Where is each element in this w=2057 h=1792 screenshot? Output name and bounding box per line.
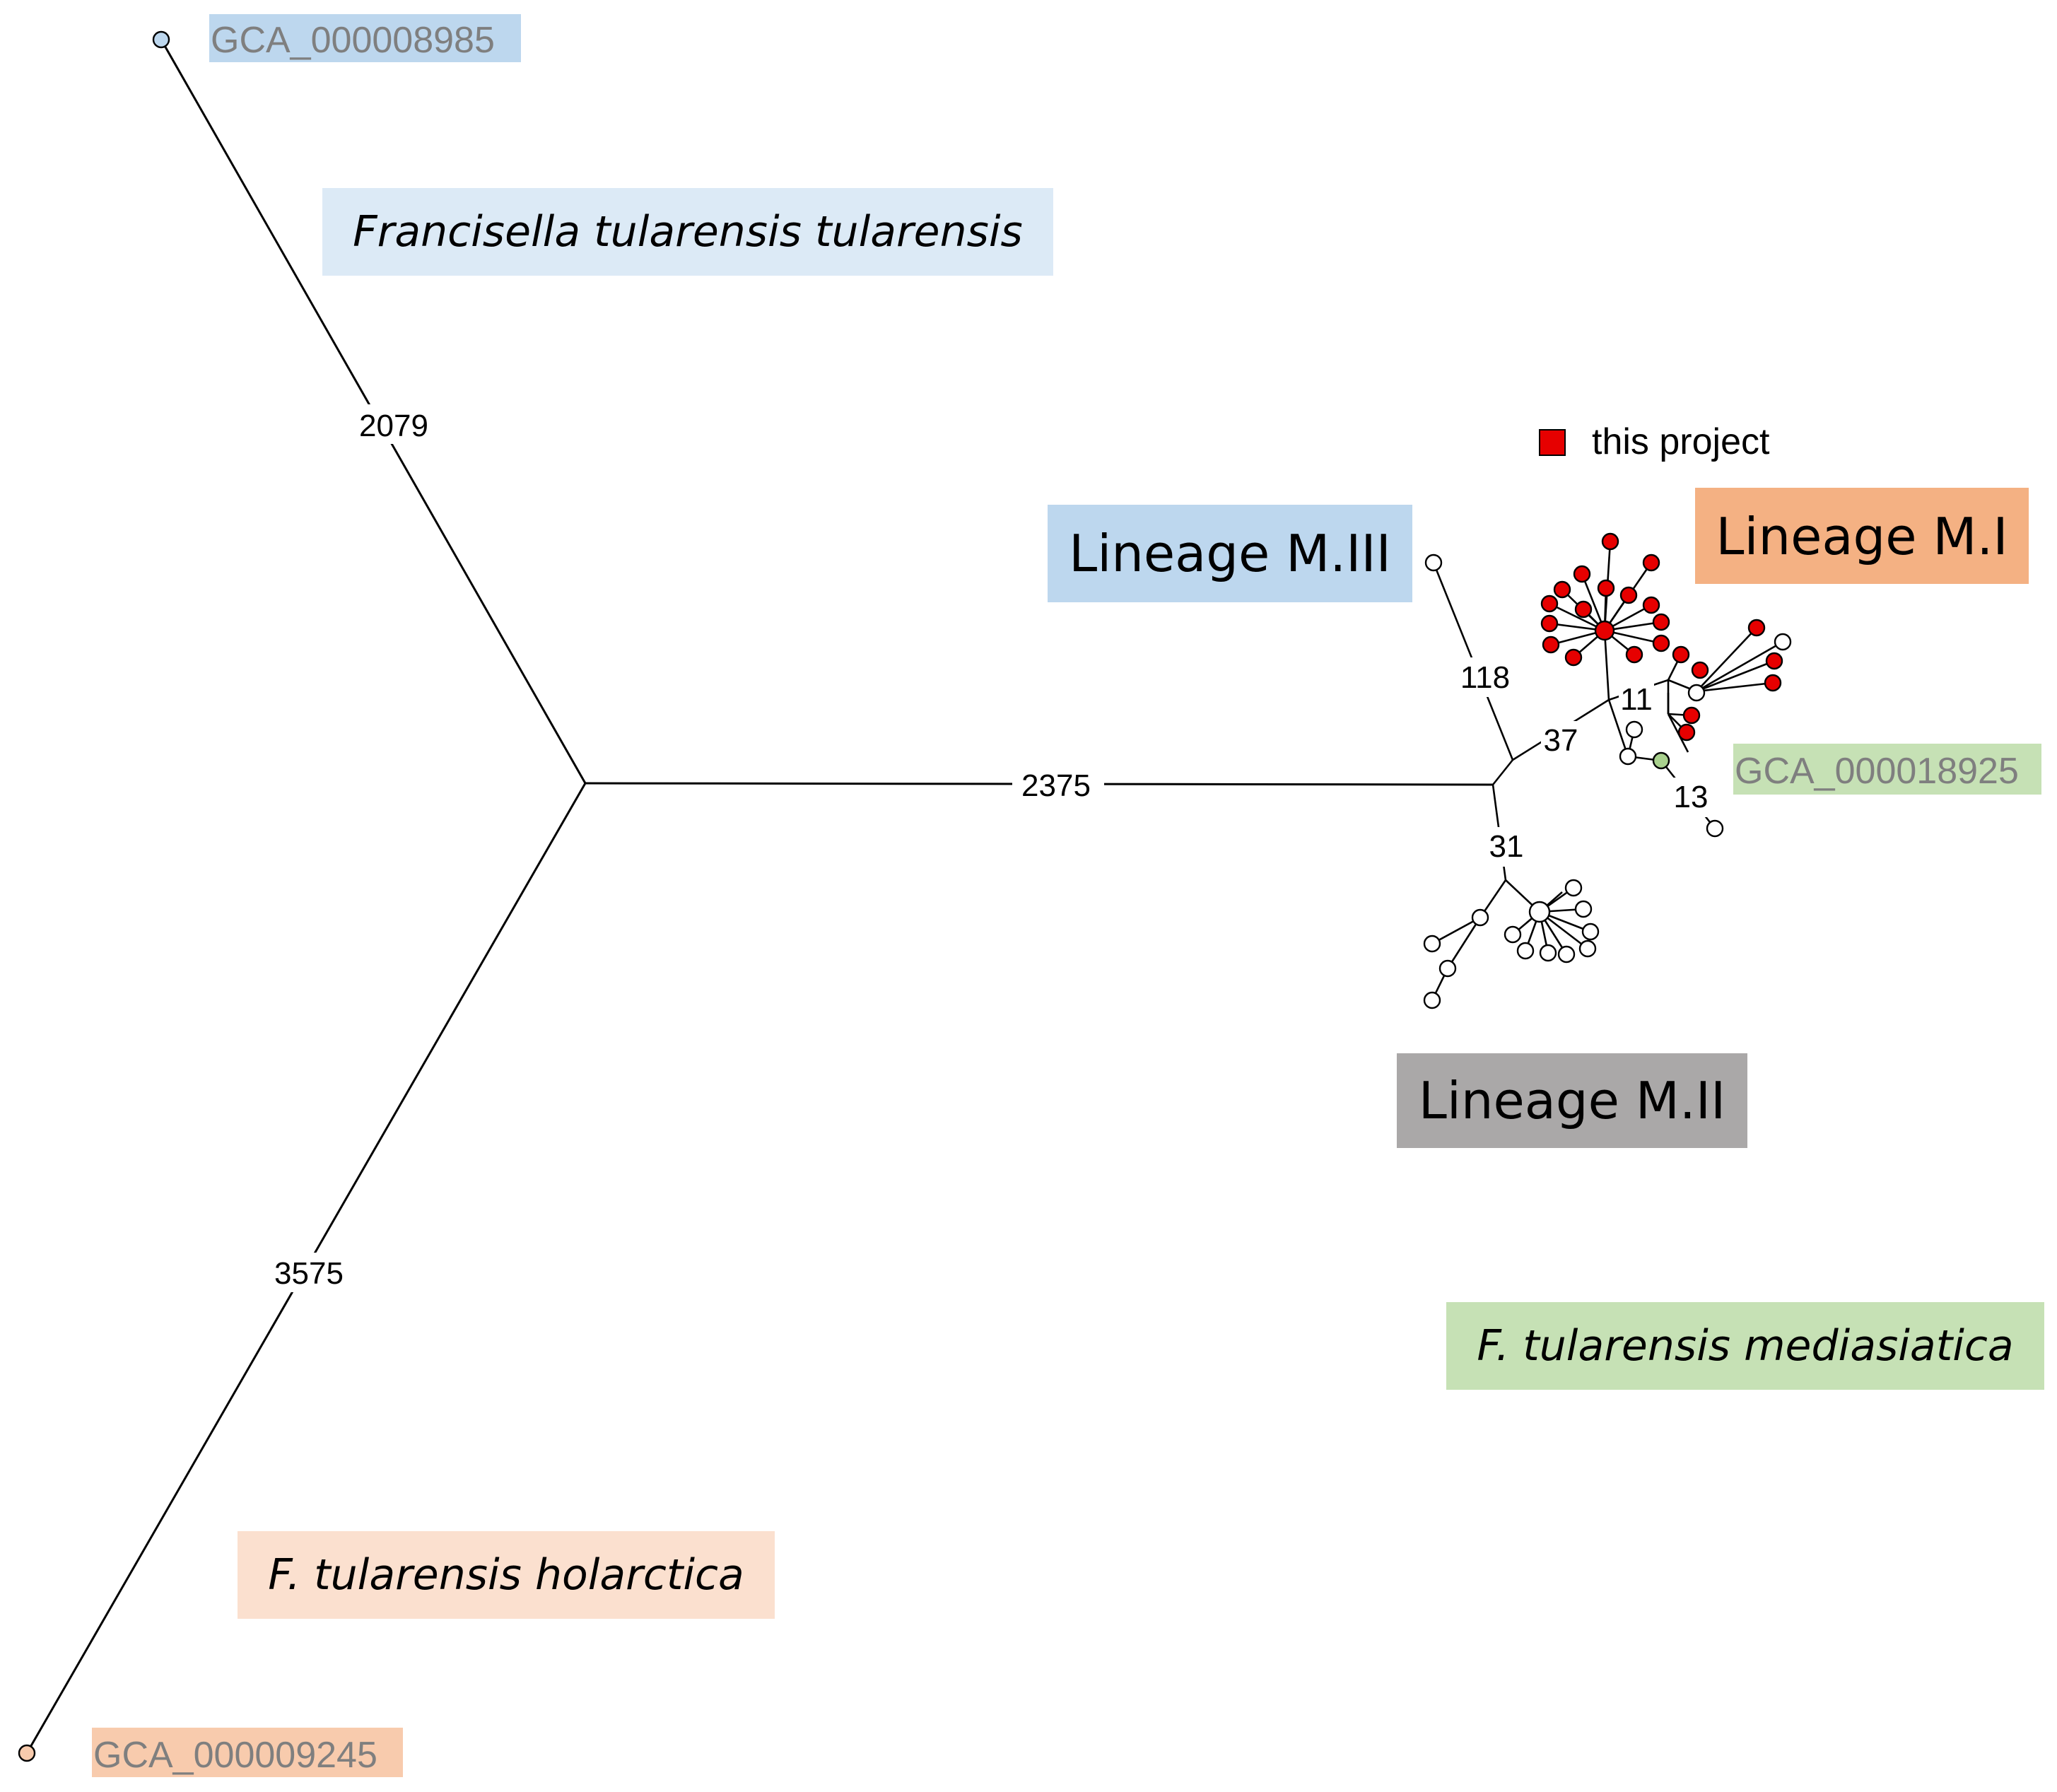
branch-label-13: 13 xyxy=(1674,780,1709,814)
gca-9245-label-bg xyxy=(92,1728,403,1777)
lineage-m2-label: Lineage M.II xyxy=(1419,1071,1726,1130)
lineage-m3-label-bg xyxy=(1048,505,1412,602)
lineage-m3-label: Lineage M.III xyxy=(1069,524,1391,583)
tularensis-label: Francisella tularensis tularensis xyxy=(353,207,1023,257)
lineage-m2-label-bg xyxy=(1397,1053,1747,1148)
node-gca-8985 xyxy=(152,30,170,49)
gca-18925-label-bg xyxy=(1733,744,2041,795)
tularensis-label-bg xyxy=(322,188,1053,276)
lineage-m1-label: Lineage M.I xyxy=(1716,507,2008,566)
tree-nodes xyxy=(18,30,1792,1762)
branch-label-31: 31 xyxy=(1489,829,1524,864)
mediasiatica-subtree xyxy=(1431,541,1783,1001)
other-nodes xyxy=(1423,554,1792,1009)
gca-8985-label-bg xyxy=(209,14,521,62)
branch-label-118: 118 xyxy=(1460,660,1510,695)
gca-18925-label: GCA_000018925 xyxy=(1735,751,2019,792)
branch-label-2079: 2079 xyxy=(359,409,428,443)
mediasiatica-label-bg xyxy=(1446,1302,2044,1390)
mediasiatica-label: F. tularensis mediasiatica xyxy=(1477,1321,2013,1371)
lineage-m1-label-bg xyxy=(1695,488,2029,584)
legend: this project xyxy=(1539,421,1770,462)
legend-marker xyxy=(1539,429,1566,456)
gca-8985-label: GCA_000008985 xyxy=(211,20,495,61)
branch-label-2375: 2375 xyxy=(1021,768,1091,803)
project-nodes xyxy=(1540,532,1783,742)
node-gca-18925 xyxy=(1652,751,1670,770)
legend-label: this project xyxy=(1592,421,1770,462)
main-branches xyxy=(25,39,1494,1754)
holarctica-label-bg xyxy=(238,1531,775,1619)
branch-label-37: 37 xyxy=(1544,723,1578,758)
branch-label-11: 11 xyxy=(1620,682,1653,717)
holarctica-label: F. tularensis holarctica xyxy=(268,1550,744,1600)
branch-length-labels: 2079 2375 3575 118 37 31 11 13 xyxy=(264,404,1713,1292)
gca-9245-label: GCA_000009245 xyxy=(93,1735,377,1776)
branch-label-3575: 3575 xyxy=(274,1256,344,1291)
node-gca-9245 xyxy=(18,1744,36,1762)
